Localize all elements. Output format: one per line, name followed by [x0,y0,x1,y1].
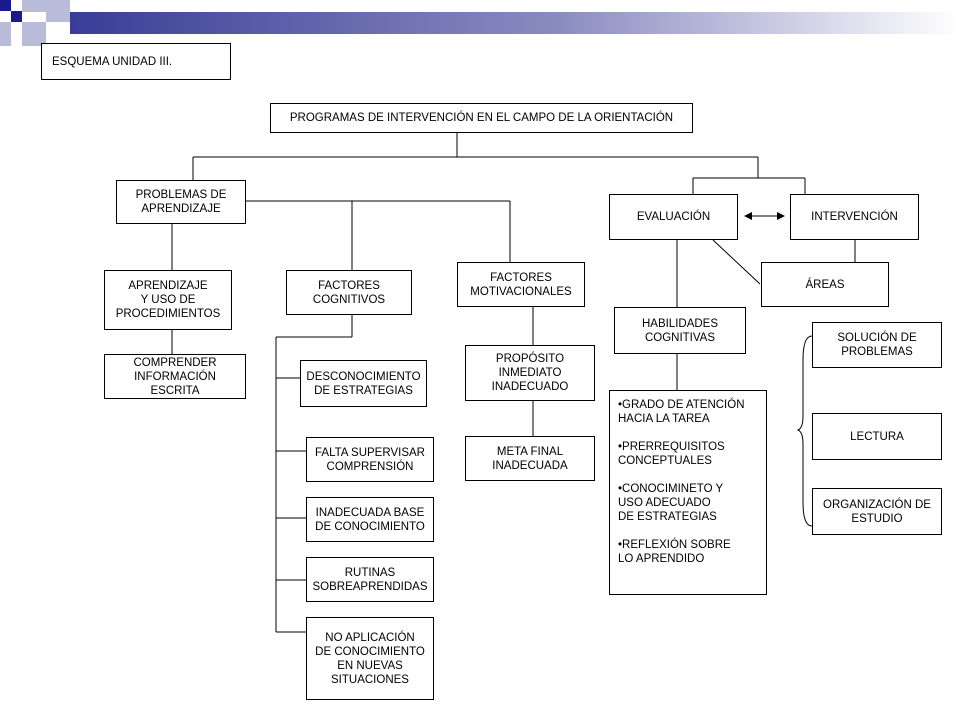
intervencion-box: INTERVENCIÓN [790,194,919,240]
decor-square-light-4 [46,0,70,22]
area-item: SOLUCIÓN DE PROBLEMAS [812,322,942,368]
habilidades-list: •GRADO DE ATENCIÓN HACIA LA TAREA •PRERR… [609,390,767,595]
habilidades-box: HABILIDADES COGNITIVAS [614,307,746,354]
decor-square-light-1 [22,0,46,12]
meta-box: META FINAL INADECUADA [465,436,595,481]
root-box: PROGRAMAS DE INTERVENCIÓN EN EL CAMPO DE… [270,103,693,133]
list-item: •GRADO DE ATENCIÓN HACIA LA TAREA [618,399,745,425]
cognitive-item: NO APLICACIÓN DE CONOCIMIENTO EN NUEVAS … [306,617,434,700]
cognitive-item: DESCONOCIMIENTO DE ESTRATEGIAS [300,360,427,407]
cognitive-item: RUTINAS SOBREAPRENDIDAS [306,557,434,602]
decor-square-light-3 [22,22,46,46]
list-item: •REFLEXIÓN SOBRE LO APRENDIDO [618,539,731,565]
area-item: LECTURA [812,413,942,460]
header-banner [70,12,960,34]
area-item: ORGANIZACIÓN DE ESTUDIO [812,488,942,535]
areas-box: ÁREAS [761,262,889,307]
cognitive-item: FALTA SUPERVISAR COMPRENSIÓN [306,437,434,482]
decor-square-dark-2 [11,11,22,22]
problemas-box: PROBLEMAS DE APRENDIZAJE [116,180,246,224]
list-item: •PRERREQUISITOS CONCEPTUALES [618,441,725,467]
cognitive-item: INADECUADA BASE DE CONOCIMIENTO [306,497,434,542]
decor-square-dark-1 [0,0,11,11]
decor-square-light-2 [0,22,11,46]
evaluacion-box: EVALUACIÓN [609,194,738,240]
page-title: ESQUEMA UNIDAD III. [41,43,231,80]
comprender-box: COMPRENDER INFORMACIÓN ESCRITA [104,354,246,399]
aprendizaje-uso-box: APRENDIZAJE Y USO DE PROCEDIMIENTOS [104,270,232,330]
factores-motivacionales-box: FACTORES MOTIVACIONALES [457,262,585,307]
proposito-box: PROPÓSITO INMEDIATO INADECUADO [465,345,595,401]
factores-cognitivos-box: FACTORES COGNITIVOS [286,270,412,315]
list-item: •CONOCIMINETO Y USO ADECUADO DE ESTRATEG… [618,483,724,523]
